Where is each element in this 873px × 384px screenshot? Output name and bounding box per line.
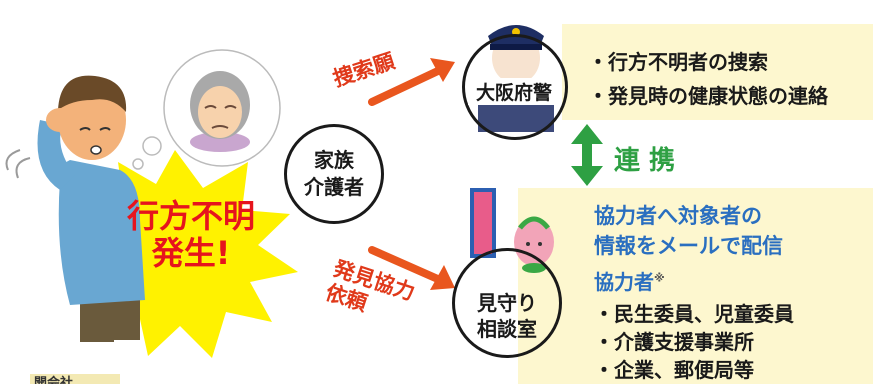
thought-bubble-dot (142, 136, 162, 156)
office-headline-1: 協力者へ対象者の (594, 204, 762, 228)
office-label-line1: 見守り (477, 291, 537, 315)
worried-man-icon (5, 75, 145, 342)
family-label-line2: 介護者 (304, 175, 364, 199)
missing-alert-text: 行方不明 発生! (106, 198, 276, 272)
elderly-woman-icon (190, 71, 250, 152)
police-duty-1: ・行方不明者の捜索 (588, 50, 768, 74)
link-label: 連 携 (614, 146, 676, 176)
search-request-arrow (368, 58, 455, 106)
cooperation-request-arrow (368, 246, 455, 290)
police-circle (462, 34, 568, 140)
office-info-panel (518, 188, 873, 384)
police-label: 大阪府警 (468, 78, 560, 105)
helper-item-2: ・介護支援事業所 (594, 330, 754, 354)
alert-line2: 発生! (151, 233, 231, 272)
corner-tag: 開会社 (34, 376, 74, 384)
helper-item-3: ・企業、郵便局等 (594, 358, 754, 382)
family-label-line1: 家族 (314, 148, 354, 172)
police-info-panel (562, 24, 873, 120)
family-caregiver-circle: 家族 介護者 (284, 124, 384, 224)
helpers-title: 協力者※ (594, 266, 665, 295)
mimamori-banner (470, 188, 496, 258)
helpers-title-text: 協力者 (594, 270, 654, 294)
helper-item-1: ・民生委員、児童委員 (594, 302, 794, 326)
helpers-note-mark: ※ (654, 271, 665, 285)
alert-line1: 行方不明 (126, 197, 255, 235)
office-circle: 見守り 相談室 (452, 248, 562, 358)
link-double-arrow (571, 124, 603, 186)
office-headline-2: 情報をメールで配信 (594, 234, 783, 258)
office-label-line2: 相談室 (477, 317, 537, 341)
thought-bubble-dot (132, 158, 144, 170)
corner-tag-bg (30, 374, 120, 384)
police-duty-2: ・発見時の健康状態の連絡 (588, 84, 828, 108)
